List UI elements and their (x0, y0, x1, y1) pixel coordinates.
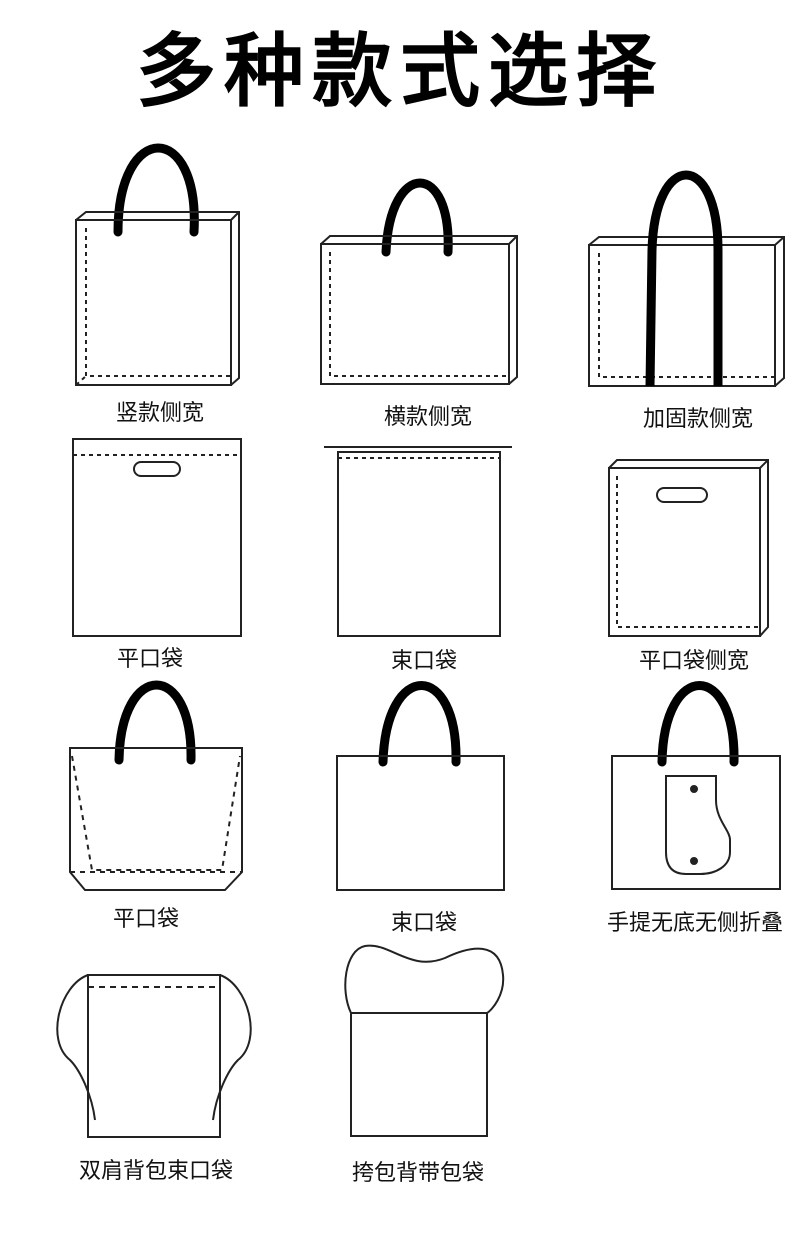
label-vertical-gusset: 竖款侧宽 (115, 401, 205, 426)
bag-folding-icon (611, 681, 781, 890)
label-backpack-drawstring: 双肩背包束口袋 (78, 1159, 234, 1184)
label-reinforced-gusset: 加固款侧宽 (642, 407, 754, 432)
label-handle-flat: 束口袋 (390, 911, 458, 936)
label-horizontal-gusset: 横款侧宽 (383, 405, 473, 430)
bag-horizontal-gusset-icon (320, 178, 518, 385)
bag-vertical-gusset-icon (75, 143, 240, 386)
page-title: 多种款式选择 (136, 25, 664, 118)
bag-crossbody-strap-icon (344, 944, 505, 1137)
bag-flat-gusset-icon (608, 459, 769, 637)
bag-backpack-drawstring-icon (56, 974, 252, 1138)
bag-flat-die-cut-icon (72, 438, 242, 637)
label-tote-trapezoid: 平口袋 (112, 907, 180, 932)
bag-drawstring-icon (324, 446, 512, 637)
label-crossbody-strap: 挎包背带包袋 (351, 1161, 485, 1186)
label-flat-gusset: 平口袋侧宽 (638, 649, 750, 674)
bag-handle-flat-icon (336, 681, 505, 891)
label-drawstring-bag: 束口袋 (390, 649, 458, 674)
label-folding: 手提无底无侧折叠 (606, 911, 784, 936)
bag-reinforced-gusset-icon (588, 170, 785, 387)
label-flat-bag: 平口袋 (116, 647, 184, 672)
bag-tote-trapezoid-icon (69, 680, 243, 891)
